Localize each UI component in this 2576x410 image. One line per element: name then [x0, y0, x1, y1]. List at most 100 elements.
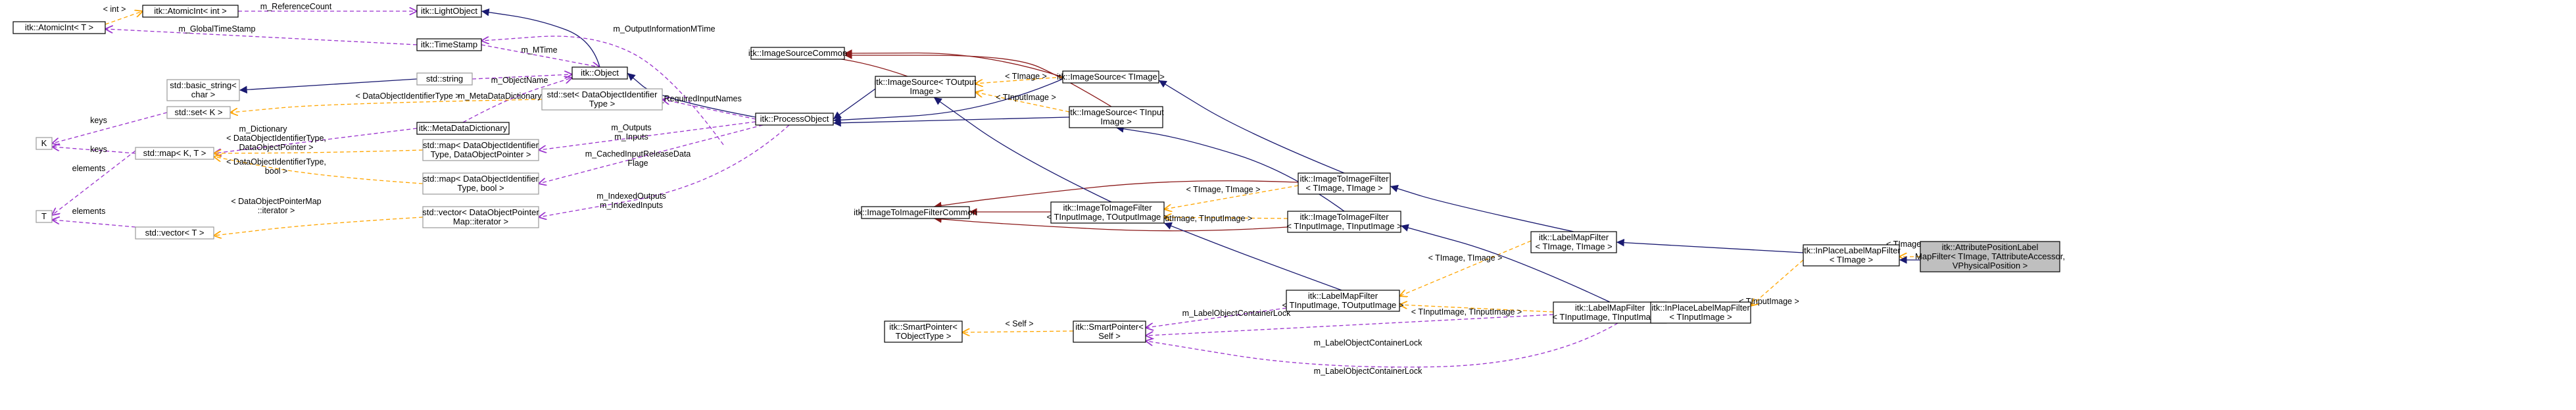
class-node-label: T — [41, 211, 47, 221]
class-node-atomicint-int[interactable]: itk::AtomicInt< int > — [142, 5, 239, 18]
edge-label: elements — [72, 164, 106, 173]
class-node-vector-T[interactable]: std::vector< T > — [135, 226, 214, 240]
class-node-inplace-tin[interactable]: itk::InPlaceLabelMapFilter< TInputImage … — [1650, 301, 1751, 324]
edge-label-line: m_LabelObjectContainerLock — [1182, 309, 1291, 318]
class-node-imagesourcecommon[interactable]: itk::ImageSourceCommon — [748, 47, 847, 60]
class-node-box — [1298, 172, 1391, 195]
class-node-box — [1650, 301, 1751, 324]
class-node-inplace-timage[interactable]: itk::InPlaceLabelMapFilter< TImage > — [1802, 244, 1901, 267]
inheritance-edge — [833, 116, 1070, 127]
template-instance-edge — [105, 11, 143, 25]
template-instance-edge — [214, 217, 424, 236]
class-node-label: itk::ImageSource< TImage > — [1057, 72, 1165, 82]
class-node-timestamp[interactable]: itk::TimeStamp — [416, 38, 482, 51]
class-node-i2if-tin-tout[interactable]: itk::ImageToImageFilter< TInputImage, TO… — [1046, 201, 1169, 224]
class-node-label: std::map< K, T > — [143, 148, 207, 158]
class-node-box — [1530, 231, 1617, 253]
edge-label-line: m_GlobalTimeStamp — [179, 24, 256, 34]
class-node-label: itk::ProcessObject — [760, 114, 829, 124]
class-node-atomicint-T[interactable]: itk::AtomicInt< T > — [12, 21, 106, 34]
edge-label-line: m_MTime — [521, 45, 557, 55]
class-node-label-line: itk::MetaDataDictionary — [419, 123, 508, 133]
class-node-T[interactable]: T — [36, 210, 53, 223]
class-node-label-line: itk::LabelMapFilter — [1539, 232, 1609, 242]
class-node-label: itk::ImageToImageFilterCommon — [854, 207, 977, 217]
member-usage-edge — [481, 44, 600, 67]
class-node-label: itk::ImageToImageFilter< TImage, TImage … — [1300, 174, 1389, 193]
member-usage-edge — [472, 74, 572, 80]
class-node-i2ifcommon[interactable]: itk::ImageToImageFilterCommon — [854, 206, 977, 219]
class-node-label-line: itk::AttributePositionLabel — [1942, 242, 2039, 252]
class-node-label-line: std::vector< T > — [145, 228, 205, 238]
class-node-lmf-tin-tout[interactable]: itk::LabelMapFilter< TInputImage, TOutpu… — [1282, 290, 1404, 312]
edge-label: m_RequiredInputNames — [652, 94, 742, 103]
edge-label: < TInputImage > — [996, 93, 1056, 102]
edge-label: keys — [90, 145, 107, 154]
class-node-set-K[interactable]: std::set< K > — [166, 106, 231, 119]
protected-inheritance-edge — [844, 49, 1063, 78]
inheritance-edge — [239, 78, 418, 94]
class-node-lmf-tin-tin[interactable]: itk::LabelMapFilter< TInputImage, TInput… — [1552, 301, 1668, 324]
edge-label: < TInputImage, TInputImage > — [1411, 307, 1522, 317]
member-usage-edge — [1146, 307, 1287, 328]
edge-label-line: < TInputImage > — [996, 93, 1056, 102]
class-node-processobject[interactable]: itk::ProcessObject — [755, 113, 834, 126]
class-node-label-line: std::map< DataObjectIdentifier — [423, 140, 539, 150]
edge-label: keys — [90, 116, 107, 125]
edge-label-line: elements — [72, 207, 106, 216]
class-node-imagesource-timage[interactable]: itk::ImageSource< TImage > — [1057, 70, 1165, 84]
edge-label-line: m_OutputInformationMTime — [613, 24, 715, 34]
class-node-label-line: T — [41, 211, 47, 221]
edge-label-line: Flage — [627, 159, 648, 168]
edge-label: < Self > — [1005, 319, 1033, 328]
class-node-label: itk::InPlaceLabelMapFilter< TImage > — [1802, 245, 1901, 265]
edge-label-line: < TImage > — [1005, 72, 1047, 81]
class-node-label: itk::TimeStamp — [421, 39, 477, 49]
edge-label: m_LabelObjectContainerLock — [1314, 367, 1422, 376]
member-usage-edge — [662, 99, 756, 120]
class-node-box — [422, 206, 539, 228]
class-node-K[interactable]: K — [36, 137, 53, 150]
class-node-i2if-tin-tin[interactable]: itk::ImageToImageFilter< TInputImage, TI… — [1286, 211, 1402, 233]
class-node-label-line: < TInputImage, TOutputImage > — [1282, 300, 1403, 310]
class-node-lmf-timage[interactable]: itk::LabelMapFilter< TImage, TImage > — [1530, 231, 1617, 253]
class-node-label: itk::SmartPointer<TObjectType > — [889, 322, 958, 341]
class-node-metadatadict[interactable]: itk::MetaDataDictionary — [416, 122, 510, 135]
class-node-label-line: itk::LabelMapFilter — [1308, 291, 1378, 301]
edge-label: m_MetaDataDictionary — [458, 91, 542, 101]
edge-label-line: DataObjectPointer > — [239, 143, 314, 152]
class-node-label-line: Image > — [1100, 116, 1131, 126]
class-node-object[interactable]: itk::Object — [571, 66, 628, 80]
class-node-basic-string[interactable]: std::basic_string<char > — [166, 79, 240, 101]
edge-label-line: < DataObjectIdentifierType > — [355, 91, 460, 101]
class-node-label-line: std::set< K > — [175, 107, 223, 117]
class-node-label-line: itk::LabelMapFilter — [1575, 303, 1645, 313]
member-usage-edge — [52, 220, 136, 228]
inheritance-edge — [1400, 224, 1611, 303]
class-node-label: itk::AtomicInt< int > — [154, 6, 227, 16]
class-node-i2if-timage[interactable]: itk::ImageToImageFilter< TImage, TImage … — [1298, 172, 1391, 195]
protected-inheritance-edge — [933, 180, 1299, 210]
member-usage-edge — [1146, 322, 1618, 368]
class-node-lightobject[interactable]: itk::LightObject — [416, 5, 482, 18]
class-node-label-line: char > — [191, 90, 216, 99]
edge-label-line: m_RequiredInputNames — [652, 94, 742, 103]
edge-label-line: < TInputImage > — [1739, 297, 1799, 306]
class-node-label-line: MapFilter< TImage, TAttributeAccessor, — [1915, 251, 2065, 261]
class-node-std-string[interactable]: std::string — [416, 72, 473, 86]
edge-label: m_LabelObjectContainerLock — [1182, 309, 1291, 318]
class-node-smartptr-self[interactable]: itk::SmartPointer<Self > — [1073, 320, 1146, 343]
class-node-label-line: std::map< K, T > — [143, 148, 207, 158]
edge-label-line: < DataObjectIdentifierType, — [226, 134, 326, 143]
class-node-smartptr-tobj[interactable]: itk::SmartPointer<TObjectType > — [884, 320, 963, 343]
class-node-map-KT[interactable]: std::map< K, T > — [135, 147, 214, 160]
class-node-box — [875, 76, 976, 98]
